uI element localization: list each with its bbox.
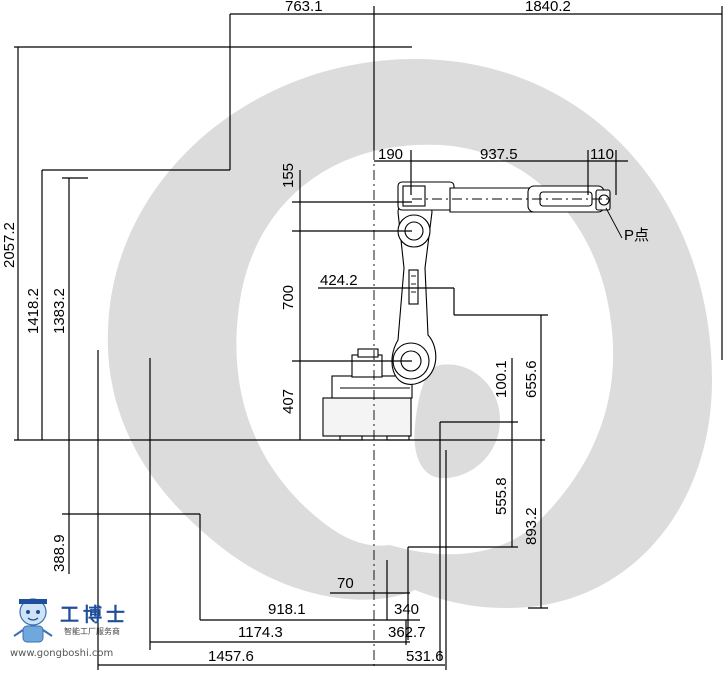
dim-height-total: 2057.2 <box>1 222 18 268</box>
brand-subtitle: 智能工厂服务商 <box>64 627 120 636</box>
brand-name: 工博士 <box>60 604 130 626</box>
dim-bottom-362: 362.7 <box>388 624 426 641</box>
dim-height-1383: 1383.2 <box>51 288 68 334</box>
robot-lower-arm <box>391 199 437 385</box>
dim-bottom-70: 70 <box>337 575 354 592</box>
dim-link-155: 155 <box>280 163 297 188</box>
brand-url: www.gongboshi.com <box>10 648 114 659</box>
mascot-icon <box>13 598 53 643</box>
left-dimension-lines <box>17 47 230 620</box>
dim-bottom-1174: 1174.3 <box>238 624 283 641</box>
right-dimension-lines <box>407 315 548 660</box>
dim-low-555: 555.8 <box>493 477 510 515</box>
dim-link-700: 700 <box>280 285 297 310</box>
dim-bottom-531: 531.6 <box>406 648 444 665</box>
dim-height-1418: 1418.2 <box>25 288 42 334</box>
top-dimension-lines <box>14 6 723 360</box>
dim-right-655: 655.6 <box>523 360 540 398</box>
dim-right-893: 893.2 <box>523 507 540 545</box>
dim-bottom-340: 340 <box>394 601 419 618</box>
dim-low-100: 100.1 <box>493 360 510 398</box>
dim-bottom-1457: 1457.6 <box>208 648 254 665</box>
middle-dimension-lines <box>292 170 548 440</box>
dim-arm-length: 937.5 <box>480 146 518 163</box>
dim-top-right: 1840.2 <box>525 0 571 15</box>
brand-logo: 工博士 智能工厂服务商 www.gongboshi.com <box>8 596 158 666</box>
point-p-label: P点 <box>624 227 649 244</box>
robot-upper-arm <box>397 181 612 213</box>
dim-wrist: 110 <box>590 146 614 163</box>
dim-bottom-918: 918.1 <box>268 601 306 618</box>
dim-left-388: 388.9 <box>51 534 68 572</box>
dim-arm-base: 190 <box>378 146 403 163</box>
bottom-dimension-lines <box>97 350 447 670</box>
dim-base-407: 407 <box>280 389 297 414</box>
dim-top-left: 763.1 <box>285 0 323 15</box>
dim-offset-424: 424.2 <box>320 272 358 289</box>
